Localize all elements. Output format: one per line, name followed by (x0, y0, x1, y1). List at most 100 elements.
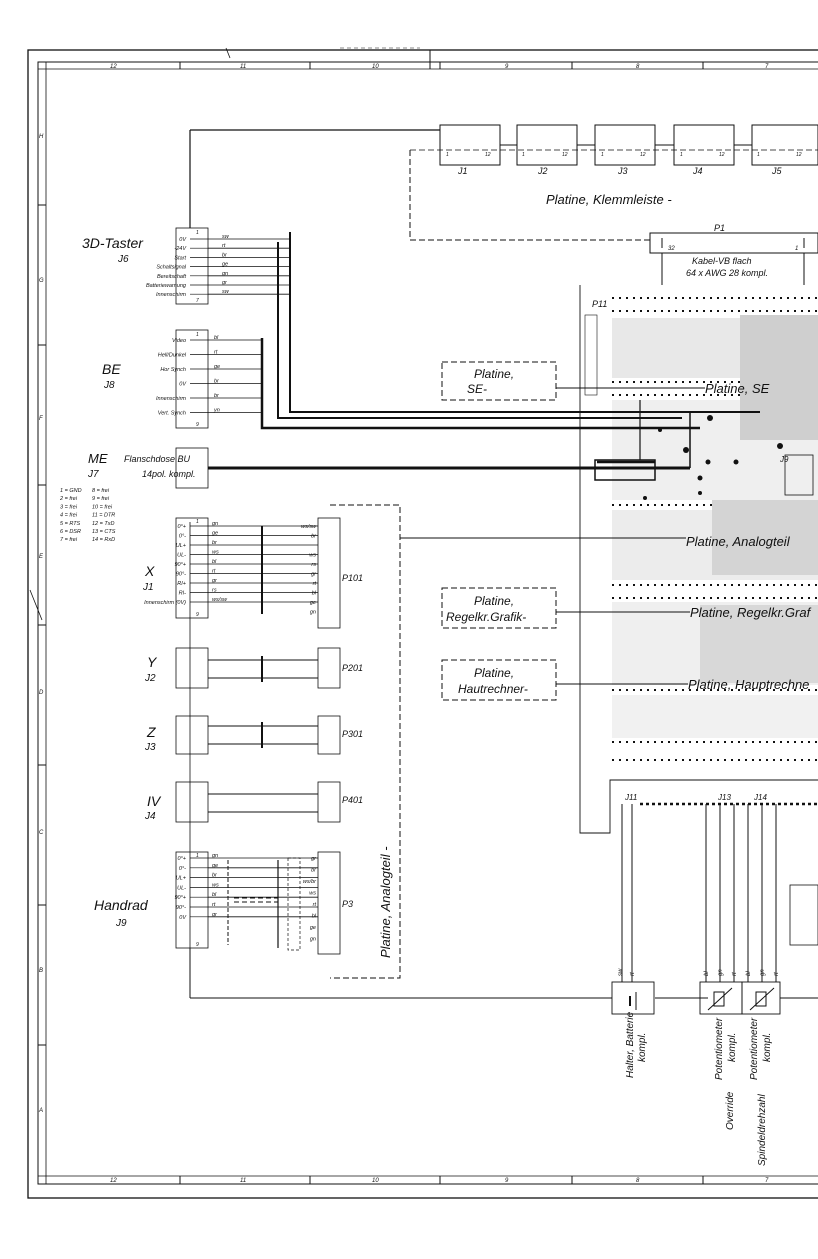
handrad-title: Handrad (94, 897, 149, 913)
pin-label: 0°- (179, 534, 186, 540)
terminal-J5 (751, 124, 818, 166)
row-B: B (39, 968, 43, 974)
pin-label: 90°+ (174, 895, 186, 901)
wire-color: br (214, 379, 220, 385)
x-target-wire: ws/sw (301, 524, 317, 530)
x-target-wire: bl (312, 591, 317, 597)
x-pin-first: 1 (196, 519, 199, 525)
poti-spindel (741, 981, 781, 1015)
me-id: J7 (87, 469, 99, 480)
wire-color: ws (212, 882, 219, 888)
taster-id: J6 (117, 254, 129, 265)
me-pin-right: 14 = RxD (92, 537, 115, 543)
pin-label: 0V (179, 382, 187, 388)
x-target-wire: ge (310, 600, 316, 606)
se-board-label: Platine, SE (705, 381, 770, 396)
pin-label: Video (172, 338, 186, 344)
pin-label: Innenschirm (0V) (144, 600, 186, 606)
board-regelkr: Platine, Regelkr.Grafik- Platine, Regelk… (441, 587, 812, 629)
regelkr-box-label-2: Regelkr.Grafik- (446, 610, 526, 624)
board-haupt: Platine, Hautrechner- Platine, Hauptrech… (441, 659, 809, 701)
me-pin-right: 11 = DTR (92, 513, 115, 519)
handrad-target-wire: br (311, 868, 317, 874)
wire-color: gr (222, 280, 228, 286)
be-id: J8 (103, 380, 115, 391)
klemm-pin-12-c: 12 (640, 152, 646, 158)
handrad-target: P3 (342, 899, 353, 909)
x-target-wire: gr (311, 572, 317, 578)
klemm-pin-1-a: 1 (446, 152, 449, 158)
board-se: Platine, SE- Platine, SE (441, 361, 770, 401)
klemmleiste: J1 J2 J3 J4 J5 1 12 1 12 1 12 1 12 1 12 … (409, 124, 818, 241)
handrad-pin-last: 9 (196, 942, 199, 948)
col-7-top: 7 (765, 64, 769, 70)
x-target-wire: rt (313, 581, 317, 587)
klemm-J3: J3 (617, 166, 628, 176)
x-target-wire: rs (311, 562, 316, 568)
me-line1: Flanschdose BU (124, 454, 191, 464)
bottom-wire: bl (746, 971, 752, 976)
terminal-J2 (516, 124, 578, 166)
pin-label: UL- (177, 885, 186, 891)
pin-label: Batteriewarnung (146, 283, 187, 289)
p1-pin-32: 32 (668, 246, 675, 252)
p1-pin-1: 1 (795, 246, 798, 252)
connector-handrad: Handrad J9 P3 (94, 851, 353, 955)
p11-label: P11 (592, 299, 607, 309)
col-8-top: 8 (636, 64, 640, 70)
poti1-label-2: kompl. (727, 1033, 738, 1062)
pin-label: 0°- (179, 866, 186, 872)
analogteil-outline: Platine, Analogteil - (330, 504, 401, 979)
wire-color: yn (213, 408, 220, 414)
pin-label: 90°+ (174, 562, 186, 568)
haupt-box-label-2: Hautrechner- (458, 682, 528, 696)
wire-color: ws (212, 550, 219, 556)
y-target: P201 (342, 663, 363, 673)
wire-color: rt (212, 569, 216, 575)
me-pin-right: 8 = frei (92, 488, 110, 494)
pin-label: 0V (179, 237, 187, 243)
row-A: A (38, 1108, 43, 1114)
j13-label: J13 (717, 793, 731, 802)
haupt-board-label: Platine, Hauptrechne (688, 677, 809, 692)
regelkr-board-label: Platine, Regelkr.Graf (690, 605, 812, 620)
wire-color: gn (212, 521, 218, 527)
cable-line2: 64 x AWG 28 kompl. (686, 268, 768, 278)
analog-vertical-label: Platine, Analogteil - (378, 846, 393, 958)
wire-color: bl (212, 559, 217, 565)
main-board: P11 J9 (579, 285, 818, 946)
row-H: H (39, 134, 44, 140)
cable-p1: P1 32 1 Kabel-VB flach 64 x AWG 28 kompl… (649, 223, 818, 285)
col-9-top: 9 (505, 64, 509, 70)
handrad-target-wire: ws (309, 891, 316, 897)
wire-color: gr (212, 912, 218, 918)
handrad-id: J9 (115, 918, 127, 929)
pin-label: Hell/Dunkel (158, 353, 187, 359)
j14-label: J14 (753, 793, 767, 802)
pin-label: Bereitschaft (157, 274, 187, 280)
wire-color: rt (222, 243, 226, 249)
bottom-wiring: J11 J13 J14 (189, 522, 818, 1015)
bottom-wire: rt (732, 972, 738, 976)
j9-board-label: J9 (779, 455, 789, 464)
regelkr-box-label-1: Platine, (474, 594, 514, 608)
handrad-pin-first: 1 (196, 853, 199, 859)
batterie-holder (611, 981, 655, 1015)
analog-board-label: Platine, Analogteil (686, 534, 791, 549)
col-12-top: 12 (110, 64, 117, 70)
me-pin-right: 12 = TxD (92, 521, 114, 527)
wire-color: ge (214, 364, 220, 370)
pin-label: Innenschirm (156, 292, 186, 298)
pin-label: 0V (179, 915, 187, 921)
connector-3d-taster: 3D-Taster J6 (82, 227, 209, 305)
pin-label: RI- (179, 591, 187, 597)
connector-me: ME J7 Flanschdose BU 14pol. kompl. (87, 447, 209, 489)
handrad-target-wire: bl (312, 914, 317, 920)
z-target: P301 (342, 729, 363, 739)
terminal-J3 (594, 124, 656, 166)
wire-color: ws/sw (212, 597, 228, 603)
me-pin-right: 13 = CTS (92, 529, 116, 535)
col-10-top: 10 (372, 64, 379, 70)
pin-label: Innenschirm (156, 396, 186, 402)
bottom-wire: gn (718, 969, 724, 976)
